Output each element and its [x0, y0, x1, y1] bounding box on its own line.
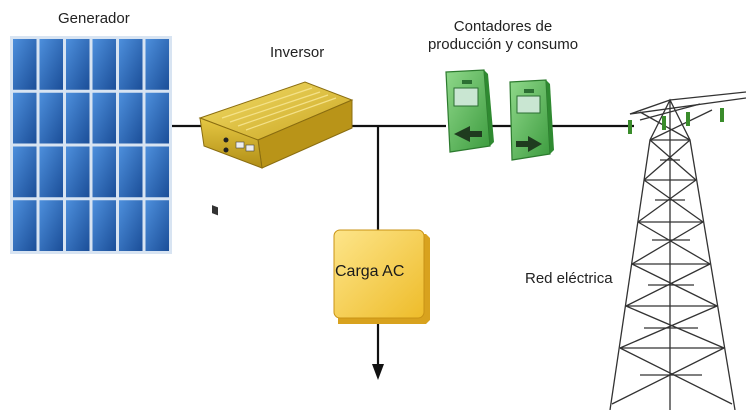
generator-label: Generador — [58, 10, 130, 27]
solar-cell — [119, 39, 143, 90]
inverter-label: Inversor — [270, 44, 325, 61]
solar-panel — [10, 36, 172, 254]
solar-cell — [39, 92, 63, 144]
solar-cell — [119, 146, 143, 198]
solar-panel-frame — [10, 36, 172, 254]
solar-cell — [66, 92, 90, 144]
solar-cell — [66, 39, 90, 90]
solar-cell — [39, 200, 63, 251]
arrow-left-icon — [454, 126, 482, 142]
solar-cell — [39, 146, 63, 198]
solar-cell — [119, 92, 143, 144]
solar-cell — [145, 200, 169, 251]
grid-label: Red eléctrica — [525, 270, 613, 287]
solar-cell — [13, 92, 37, 144]
solar-cell — [39, 39, 63, 90]
production-meter — [445, 69, 494, 153]
solar-cell — [92, 92, 116, 144]
transmission-tower — [609, 91, 746, 410]
inverter — [198, 81, 354, 216]
solar-cell — [145, 146, 169, 198]
solar-cell — [92, 200, 116, 251]
arrow-right-icon — [516, 136, 542, 152]
insulators — [628, 108, 724, 134]
solar-cell — [13, 146, 37, 198]
down-arrow-icon — [372, 364, 384, 380]
solar-cell — [13, 39, 37, 90]
solar-cell — [66, 200, 90, 251]
ac-load-label: Carga AC — [335, 263, 405, 280]
solar-cell — [145, 92, 169, 144]
solar-cell — [66, 146, 90, 198]
consumption-meter — [509, 79, 554, 161]
solar-cell — [13, 200, 37, 251]
solar-cell — [119, 200, 143, 251]
solar-cell — [145, 39, 169, 90]
solar-cell — [92, 39, 116, 90]
solar-cell — [92, 146, 116, 198]
ac-load-box — [333, 229, 430, 324]
meters-label: Contadores de producción y consumo — [427, 18, 579, 53]
